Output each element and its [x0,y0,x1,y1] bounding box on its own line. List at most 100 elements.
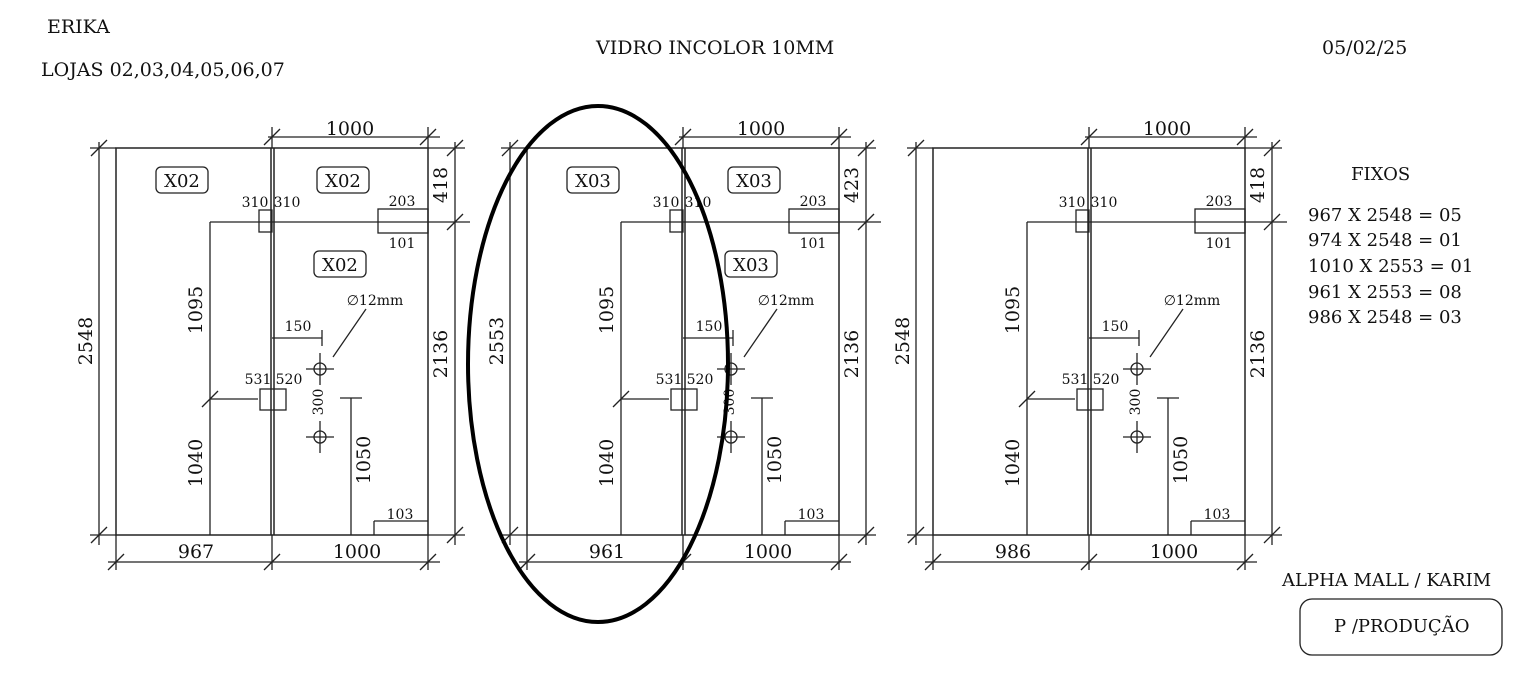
dimension-tick [857,139,875,157]
bottom-right-width-label: 1000 [1150,541,1198,563]
glass-tag-box [313,250,367,278]
dimension-tick [674,128,692,146]
fixos-item-4: 961 X 2553 = 08 [1308,282,1462,303]
highlight-ellipse [466,104,730,624]
lower-height-label: 1040 [1002,439,1024,487]
dimension-tick [907,526,925,544]
bottom-right-width-label: 1000 [744,541,792,563]
dimension-tick [446,139,464,157]
fixos-item-5: 986 X 2548 = 03 [1308,307,1462,328]
lower-height-label: 1040 [596,439,618,487]
door-height-label: 1050 [353,436,375,484]
glass-tag: X02 [322,255,358,276]
material-title: VIDRO INCOLOR 10MM [595,37,834,59]
notch-bottom-label: 101 [1206,236,1233,252]
bottom-left-width-label: 967 [178,541,214,563]
dimension-tick [419,553,437,571]
client-name: ERIKA [47,16,110,38]
glass-frame [115,147,429,536]
dimension-tick [1263,139,1281,157]
dimension-tick [107,553,125,571]
top-offset-label: 423 [841,167,863,203]
lock-left-label: 531 [1062,372,1089,388]
top-notch [1194,208,1246,234]
dimension-tick [907,139,925,157]
top-notch [788,208,840,234]
dimension-tick [263,553,281,571]
lock-box [670,388,698,411]
dimension-tick [263,128,281,146]
dimension-tick [612,390,630,408]
upper-height-label: 1095 [185,286,207,334]
notch-bottom-label: 101 [389,236,416,252]
dimension-tick [90,526,108,544]
glass-tag-box [155,166,209,194]
dimension-tick [419,128,437,146]
lock-right-label: 520 [687,372,714,388]
top-notch [377,208,429,234]
handle-label: 150 [1102,319,1129,335]
lock-left-label: 531 [656,372,683,388]
hinge-right-label: 310 [274,195,301,211]
hole-leader [1149,308,1184,358]
height-label: 2553 [486,317,508,365]
top-width-label: 1000 [326,118,374,140]
hinge-left-label: 310 [242,195,269,211]
top-hinge-patch [669,209,684,233]
corner-notch-label: 103 [1204,507,1231,523]
upper-height-label: 1095 [1002,286,1024,334]
hinge-left-label: 310 [653,195,680,211]
lock-right-label: 520 [1093,372,1120,388]
dimension-tick [924,553,942,571]
dimension-tick [1263,213,1281,231]
lock-left-label: 531 [245,372,272,388]
upper-height-label: 1095 [596,286,618,334]
glass-tag-box [727,166,781,194]
dimension-tick [1236,128,1254,146]
top-width-label: 1000 [737,118,785,140]
notch-bottom-label: 101 [800,236,827,252]
dimension-tick [90,139,108,157]
dimension-tick [446,526,464,544]
hinge-right-label: 310 [1091,195,1118,211]
corner-notch-label: 103 [798,507,825,523]
dimension-tick [1080,553,1098,571]
dimension-tick [518,553,536,571]
dimension-tick [1018,390,1036,408]
dimension-tick [857,526,875,544]
dimension-tick [830,128,848,146]
glass-frame [526,147,840,536]
corner-notch-label: 103 [387,507,414,523]
fixos-item-3: 1010 X 2553 = 01 [1308,256,1473,277]
handle-label: 150 [696,319,723,335]
door-height-label: 1050 [1170,436,1192,484]
glass-tag: X02 [164,171,200,192]
project-name: ALPHA MALL / KARIM [1281,570,1491,591]
notch-top-label: 203 [1206,194,1233,210]
dimension-tick [857,213,875,231]
hole-spacing-label: 300 [311,389,327,416]
hole-diameter-label: ∅12mm [1164,293,1221,309]
dimension-tick [1236,553,1254,571]
dimension-tick [201,390,219,408]
glass-tag: X02 [325,171,361,192]
glass-tag-box [316,166,370,194]
top-hinge-patch [258,209,273,233]
glass-tag-box [724,250,778,278]
lock-box [1076,388,1104,411]
hole-leader [332,308,367,358]
dimension-tick [1080,128,1098,146]
hole-spacing-label: 300 [1128,389,1144,416]
lock-box [259,388,287,411]
bottom-left-width-label: 986 [995,541,1031,563]
fixos-item-1: 967 X 2548 = 05 [1308,205,1462,226]
height-label: 2548 [75,317,97,365]
fixos-title: FIXOS [1351,164,1410,185]
top-offset-label: 418 [1247,167,1269,203]
lower-height-label: 1040 [185,439,207,487]
